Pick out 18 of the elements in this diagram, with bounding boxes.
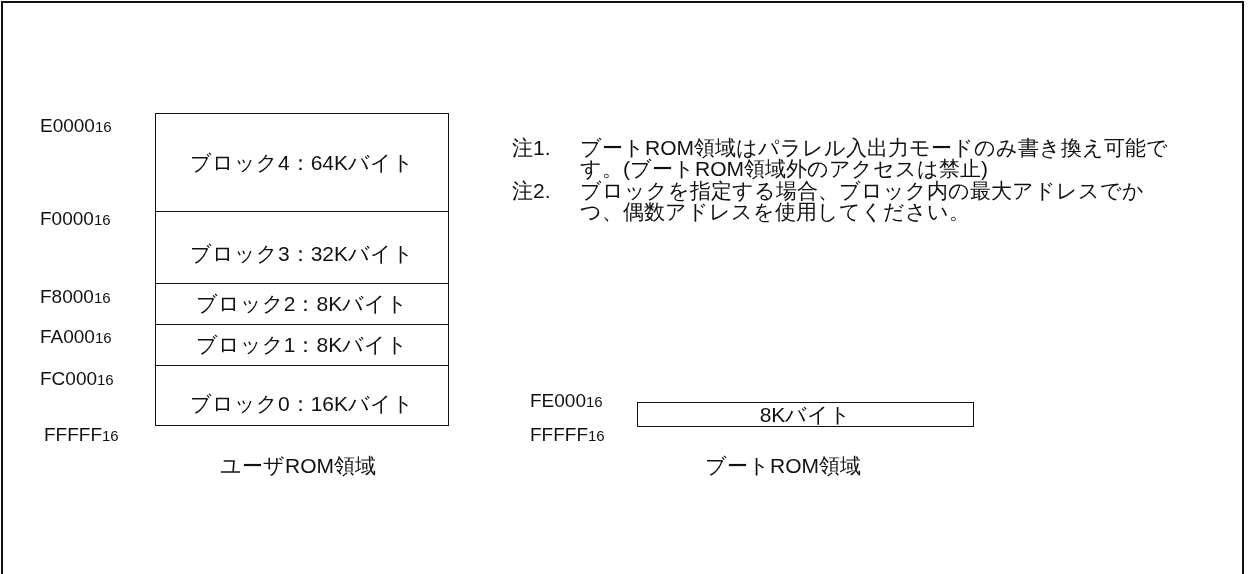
note-text: ブートROM領域はパラレル入出力モードのみ書き換え可能です。(ブートROM領域外のアクセスは禁止) xyxy=(580,137,1169,179)
note-number: 注1. xyxy=(512,137,551,158)
note-text: ブロックを指定する場合、ブロック内の最大アドレスでかつ、偶数アドレスを使用してください。 xyxy=(580,180,1145,222)
memory-block xyxy=(155,283,449,325)
block-label: ブロック4：64Kバイト xyxy=(189,150,414,176)
block-label: ブロック2：8Kバイト xyxy=(195,291,409,317)
memory-block xyxy=(155,365,449,426)
region-caption: ユーザROM領域 xyxy=(220,455,376,476)
block-label: 8Kバイト xyxy=(759,401,852,428)
block-label: ブロック0：16Kバイト xyxy=(189,390,414,417)
note-number: 注2. xyxy=(512,180,551,201)
memory-block xyxy=(155,113,449,213)
memory-block xyxy=(155,324,449,366)
block-label: ブロック3：32Kバイト xyxy=(189,240,414,267)
boot-rom-block xyxy=(637,402,974,427)
memory-block xyxy=(155,211,449,284)
block-label: ブロック1：8Kバイト xyxy=(195,332,409,358)
region-caption: ブートROM領域 xyxy=(705,455,861,476)
